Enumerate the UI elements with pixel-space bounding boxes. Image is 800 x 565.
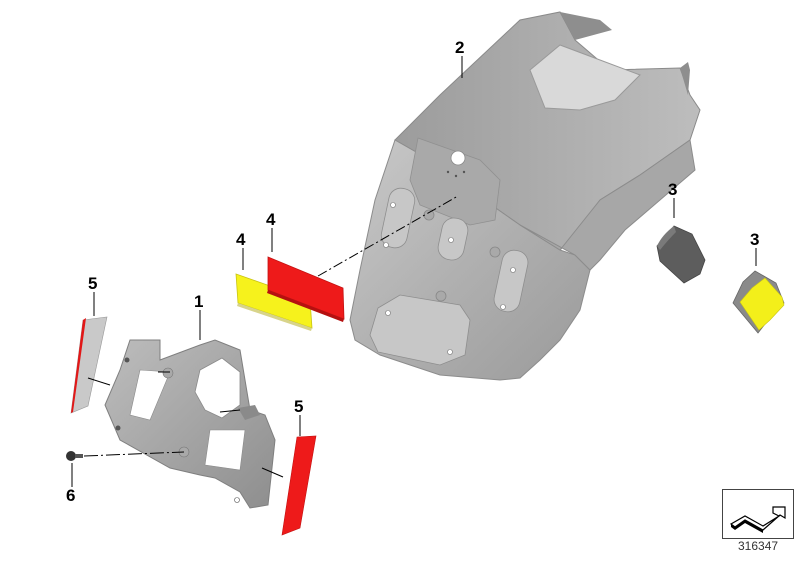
license-plate-bracket-part[interactable] <box>104 339 276 509</box>
callout-1: 1 <box>194 292 204 311</box>
callout-lines <box>71 56 757 487</box>
callout-4-red: 4 <box>266 210 276 229</box>
callout-2: 2 <box>455 38 465 57</box>
leader-line <box>317 195 459 277</box>
next-diagram-button[interactable] <box>722 489 794 539</box>
screw-part[interactable] <box>66 451 83 461</box>
callout-5-left: 5 <box>88 274 98 293</box>
diagram-number: 316347 <box>738 539 779 553</box>
reflector-red-part[interactable] <box>267 256 345 322</box>
callout-3-right: 3 <box>750 230 760 249</box>
side-reflector-left-part[interactable] <box>70 316 108 414</box>
callout-6: 6 <box>66 486 76 505</box>
rubber-pad-adhesive-part[interactable] <box>732 270 785 334</box>
callout-3-left: 3 <box>668 180 678 199</box>
arrow-right-icon <box>729 506 786 533</box>
side-reflector-right-part[interactable] <box>281 435 317 536</box>
rubber-pad-part[interactable] <box>656 225 706 284</box>
callout-4-yellow: 4 <box>236 230 246 249</box>
callout-5-right: 5 <box>294 397 304 416</box>
rear-fender-part[interactable] <box>349 11 701 381</box>
